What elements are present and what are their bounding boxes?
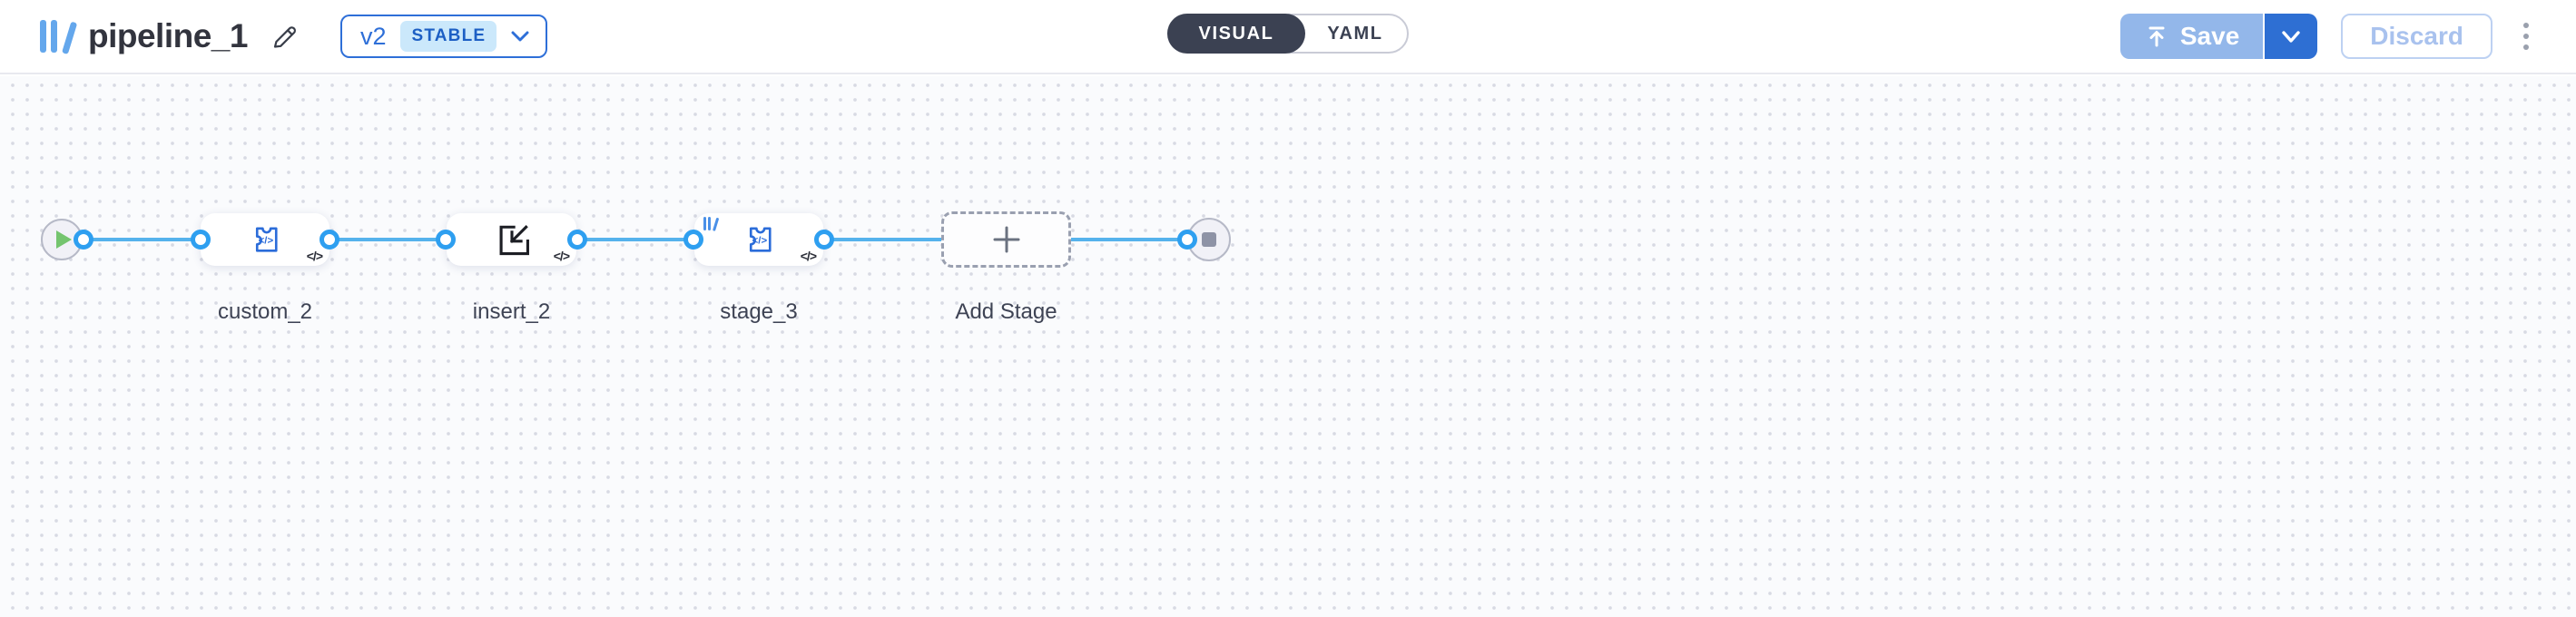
port-insert2-out[interactable] xyxy=(567,230,587,250)
port-end-in[interactable] xyxy=(1177,230,1197,250)
play-icon xyxy=(56,230,72,249)
edit-title-button[interactable] xyxy=(268,21,299,52)
tab-yaml[interactable]: YAML xyxy=(1327,23,1383,44)
edge-addstage-end xyxy=(1071,238,1187,241)
chevron-down-icon xyxy=(511,31,529,42)
stop-icon xyxy=(1202,232,1216,247)
stage-label-addstage: Add Stage xyxy=(955,299,1057,324)
port-custom2-out[interactable] xyxy=(320,230,339,250)
header-left: pipeline_1 v2 STABLE xyxy=(40,15,548,58)
code-badge: </> xyxy=(306,249,323,263)
pipeline-canvas[interactable]: </> </> </> </> </> custom_2 insert_2 st… xyxy=(0,76,2576,617)
kebab-icon xyxy=(2523,23,2529,28)
header-actions: Save Discard xyxy=(2119,14,2536,59)
plus-icon xyxy=(993,226,1019,253)
port-stage3-in[interactable] xyxy=(683,230,703,250)
svg-text:</>: </> xyxy=(259,235,274,246)
save-split-button: Save xyxy=(2119,14,2318,59)
stage-node-insert2[interactable]: </> xyxy=(447,213,576,266)
puzzle-code-icon: </> xyxy=(255,227,278,252)
version-selector[interactable]: v2 STABLE xyxy=(339,15,548,58)
chevron-down-icon xyxy=(2282,30,2300,43)
svg-text:</>: </> xyxy=(752,235,768,246)
save-button[interactable]: Save xyxy=(2119,14,2266,59)
save-options-button[interactable] xyxy=(2265,14,2318,59)
port-start-out[interactable] xyxy=(74,230,93,250)
page-title: pipeline_1 xyxy=(88,17,248,54)
puzzle-code-icon: </> xyxy=(749,227,772,252)
logo-icon xyxy=(703,217,720,231)
pencil-icon xyxy=(273,26,296,48)
port-insert2-in[interactable] xyxy=(436,230,456,250)
port-custom2-in[interactable] xyxy=(191,230,211,250)
add-stage-button[interactable] xyxy=(941,211,1071,268)
tab-visual[interactable]: VISUAL xyxy=(1167,14,1305,54)
edge-insert2-stage3 xyxy=(577,238,693,241)
overflow-menu-button[interactable] xyxy=(2516,17,2536,55)
insert-icon xyxy=(499,225,529,256)
stage-node-custom2[interactable]: </> </> xyxy=(201,213,329,266)
stage-node-stage3[interactable]: </> </> xyxy=(694,213,823,266)
edge-custom2-insert2 xyxy=(329,238,446,241)
port-stage3-out[interactable] xyxy=(814,230,834,250)
code-badge: </> xyxy=(553,249,570,263)
version-status-badge: STABLE xyxy=(400,21,497,52)
edge-start-custom2 xyxy=(84,238,201,241)
header-bar: pipeline_1 v2 STABLE VISUAL YAML xyxy=(0,0,2576,74)
stage-label-stage3: stage_3 xyxy=(720,299,798,324)
discard-button[interactable]: Discard xyxy=(2341,14,2492,59)
code-badge: </> xyxy=(800,249,817,263)
stage-label-custom2: custom_2 xyxy=(217,299,313,324)
save-button-label: Save xyxy=(2179,22,2240,50)
view-mode-toggle: VISUAL YAML xyxy=(1167,14,1409,54)
logo-icon xyxy=(40,18,78,55)
version-label: v2 xyxy=(359,22,387,50)
edge-stage3-addstage xyxy=(824,238,941,241)
stage-label-insert2: insert_2 xyxy=(472,299,551,324)
upload-icon xyxy=(2148,26,2165,47)
